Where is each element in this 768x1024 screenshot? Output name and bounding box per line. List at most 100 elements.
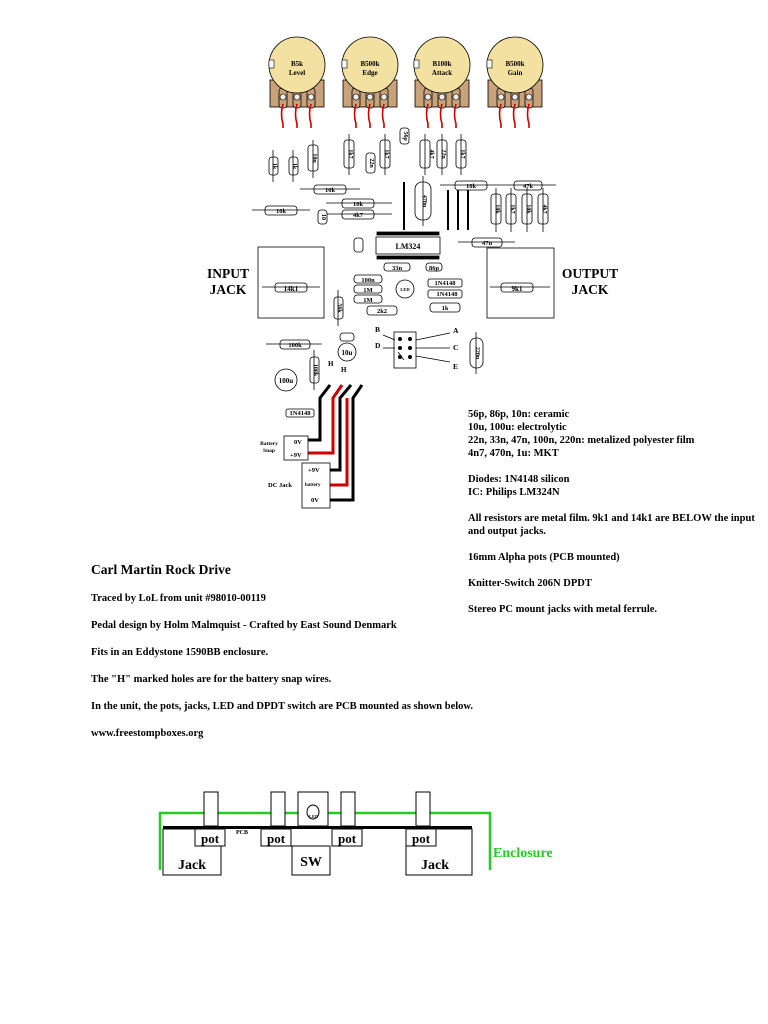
svg-text:pot: pot — [412, 831, 431, 846]
output-jack-label: OUTPUT JACK — [558, 266, 622, 298]
component-label: 4k7 — [353, 212, 364, 219]
note-gap — [468, 499, 758, 512]
component-label: 220n — [474, 347, 480, 360]
credit-line: Pedal design by Holm Malmquist - Crafted… — [91, 620, 397, 631]
svg-text:Battery: Battery — [260, 441, 278, 447]
component-label: 10k — [353, 201, 364, 208]
svg-text:LED: LED — [309, 814, 319, 819]
component-label: 1k — [442, 305, 449, 312]
credit-line: Traced by LoL from unit #98010-00119 — [91, 593, 266, 604]
middle-cluster — [266, 262, 484, 418]
component-label: 1k7 — [459, 149, 465, 158]
pot-name: Gain — [508, 69, 523, 77]
component-label: 1k — [291, 163, 297, 170]
battery-snap: 0V +9V Battery Snap — [260, 435, 309, 461]
svg-text:D: D — [375, 341, 381, 350]
pot-value: B500k — [505, 60, 524, 68]
svg-text:H: H — [328, 360, 334, 368]
pot-name: Edge — [362, 69, 377, 77]
component-label: 33n — [392, 265, 403, 272]
svg-text:14k1: 14k1 — [284, 285, 299, 293]
output-jack-body: 9k1 — [486, 247, 555, 319]
component-label: 1N4148 — [437, 291, 459, 298]
svg-text:battery: battery — [305, 483, 321, 488]
component-label: 1M — [363, 287, 372, 294]
component-label: 10k — [494, 204, 500, 214]
svg-text:Jack: Jack — [178, 858, 206, 873]
pot-name: Level — [289, 69, 305, 77]
resistor-vertical — [268, 127, 467, 176]
svg-text:E: E — [453, 362, 458, 371]
credit-line: www.freestompboxes.org — [91, 728, 204, 739]
component-label: 10k — [276, 208, 287, 215]
led-label: LED — [400, 287, 410, 292]
note-gap — [468, 460, 758, 473]
svg-text:DC Jack: DC Jack — [268, 482, 292, 489]
dc-jack: +9V battery 0V DC Jack — [268, 462, 331, 509]
component-label: 1k7 — [347, 149, 353, 158]
dpdt-switch: A B C D E H H — [328, 325, 459, 374]
svg-text:pot: pot — [201, 831, 220, 846]
component-label: 1k7 — [509, 204, 515, 213]
component-label: 1k7 — [383, 149, 389, 158]
component-label: 47k — [523, 183, 534, 190]
component-label: 22n — [440, 149, 446, 159]
component-label: 10 — [320, 214, 326, 220]
output-jack-label-line1: OUTPUT — [561, 266, 619, 281]
pot-value: B500k — [360, 60, 379, 68]
svg-text:Enclosure: Enclosure — [493, 846, 553, 861]
component-label: 1N4148 — [290, 410, 312, 417]
component-label: 100k — [312, 364, 318, 377]
component-label: 1N4148 — [435, 280, 457, 287]
note-line: 16mm Alpha pots (PCB mounted) — [468, 552, 620, 563]
parts-notes: 56p, 86p, 10n: ceramic 10u, 100u: electro… — [468, 408, 758, 616]
page-title: Carl Martin Rock Drive — [91, 562, 231, 577]
component-label: 1k — [271, 163, 277, 170]
pot-value: B100k — [432, 60, 451, 68]
component-label: 100n — [361, 277, 375, 284]
svg-text:A: A — [453, 326, 459, 335]
component-label: 4k7 — [541, 204, 547, 213]
jumper-wires — [403, 182, 469, 230]
component-label: 10k — [525, 204, 531, 214]
component-label: 100k — [288, 342, 302, 349]
svg-text:PCB: PCB — [236, 830, 248, 836]
svg-text:0V: 0V — [294, 439, 302, 446]
note-line: Knitter-Switch 206N DPDT — [468, 578, 592, 589]
note-line: IC: Philips LM324N — [468, 487, 560, 498]
component-label: 4k7 — [428, 149, 434, 158]
component-label: 2k2 — [377, 308, 387, 315]
component-label: 10k — [325, 187, 336, 194]
credit-line: Fits in an Eddystone 1590BB enclosure. — [91, 647, 269, 658]
svg-text:Snap: Snap — [263, 448, 275, 454]
pot-value: B5k — [291, 60, 303, 68]
note-gap — [468, 538, 758, 551]
input-jack-label-line2: JACK — [209, 282, 247, 297]
svg-text:H: H — [341, 366, 347, 374]
note-line: 56p, 86p, 10n: ceramic — [468, 409, 570, 420]
credit-line: The "H" marked holes are for the battery… — [91, 674, 332, 685]
credits-block: Carl Martin Rock Drive Traced by LoL fro… — [91, 562, 511, 754]
note-line: 22n, 33n, 47n, 100n, 220n: metalized pol… — [468, 435, 695, 446]
power-wiring — [305, 384, 364, 502]
svg-text:B: B — [375, 325, 380, 334]
input-jack-label: INPUT JACK — [200, 266, 256, 298]
svg-text:+9V: +9V — [308, 467, 320, 474]
credit-line: In the unit, the pots, jacks, LED and DP… — [91, 701, 474, 712]
note-line: 10u, 100u: electrolytic — [468, 422, 567, 433]
cap-label: 10u — [342, 349, 353, 357]
input-jack-body: 14k1 — [257, 246, 325, 319]
component-label: 10n — [311, 153, 317, 163]
side-view: Enclosure PCB LED pot pot pot pot — [158, 791, 553, 876]
svg-text:9k1: 9k1 — [512, 285, 523, 293]
component-label: 1M — [363, 297, 372, 304]
svg-text:+9V: +9V — [290, 452, 302, 459]
component-label: 10k — [466, 183, 477, 190]
component-label: 56k — [336, 303, 342, 313]
